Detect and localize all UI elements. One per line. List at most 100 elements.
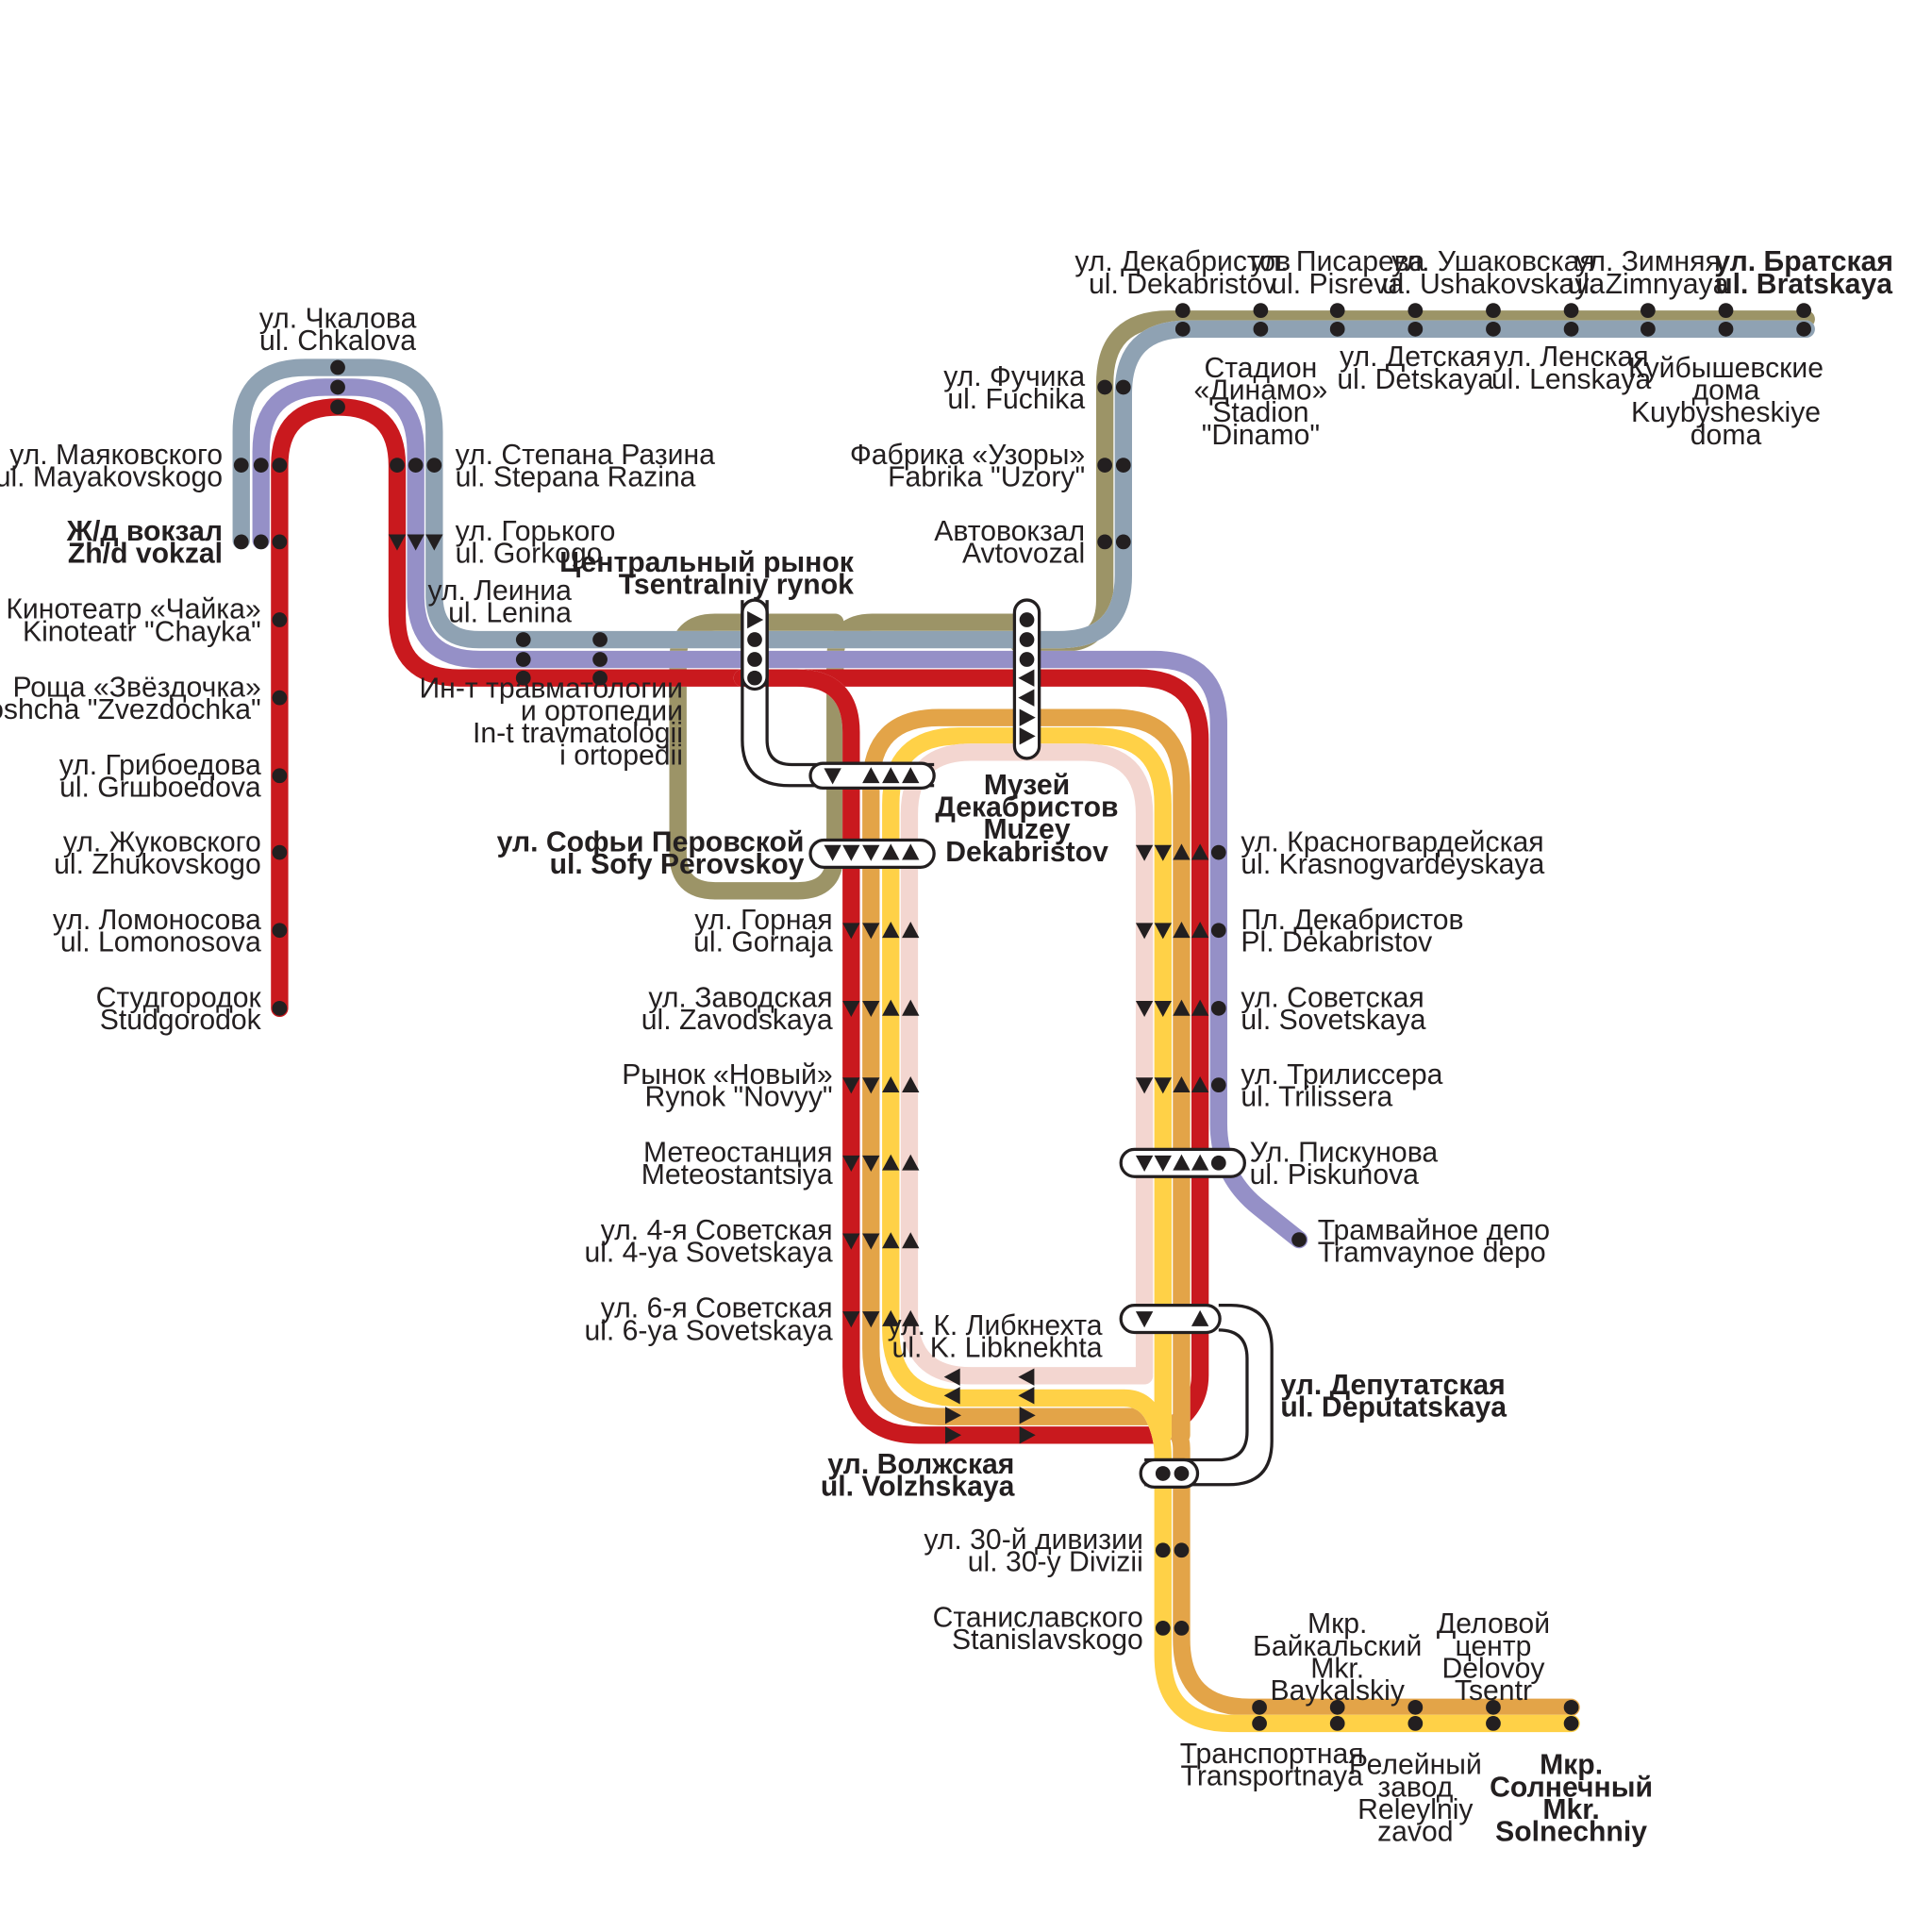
label-ushakovskaya-lat: ul. Ushakovskaya xyxy=(1382,269,1606,300)
label-chkalova-ru: ул. Чкалова xyxy=(259,304,417,335)
label-gornaya-lat: ul. Gornaja xyxy=(693,927,833,958)
direction-arrow xyxy=(1191,999,1209,1016)
label-zhd-vokzal-lat: Zh/d vokzal xyxy=(68,539,223,570)
station-dot xyxy=(1155,1621,1171,1636)
station-dot xyxy=(1252,1716,1267,1731)
station-dot xyxy=(1563,1716,1579,1731)
station-dot xyxy=(1329,1699,1345,1715)
station-dot xyxy=(1253,321,1269,337)
label-deputatskaya-lat: ul. Deputatskaya xyxy=(1280,1392,1507,1424)
direction-arrow xyxy=(862,923,880,940)
station-dot xyxy=(408,458,424,473)
station-dot xyxy=(1486,1699,1501,1715)
label-kuybyshevskiye-doma-line: Куйбышевские xyxy=(1628,353,1824,384)
station-dot xyxy=(1796,303,1811,319)
label-ushakovskaya-ru: ул. Ушаковская xyxy=(1391,246,1595,277)
label-baykalskiy-line: Mkr. xyxy=(1310,1653,1364,1684)
label-bratskaya-lat: ul. Bratskaya xyxy=(1715,269,1892,300)
label-kuybyshevskiye-doma-line: doma xyxy=(1690,420,1762,451)
label-chkalova-lat: ul. Chkalova xyxy=(259,325,416,357)
direction-arrow xyxy=(842,1311,860,1328)
station-dot xyxy=(1641,303,1656,319)
label-gorkogo-ru: ул. Горького xyxy=(456,516,616,547)
station-dot xyxy=(1210,923,1226,939)
label-releyniy-zavod-line: завод xyxy=(1377,1772,1453,1803)
direction-arrow xyxy=(1019,727,1036,745)
label-roshcha-zvezdochka-lat: Roshcha "Zvezdochka" xyxy=(0,694,261,725)
station-dot xyxy=(426,458,442,473)
direction-arrow xyxy=(882,1232,900,1249)
label-sofy-perovskoy-ru: ул. Софьи Перовской xyxy=(497,826,805,858)
station-dot xyxy=(1019,612,1035,627)
label-stadion-dinamo: Стадион«Динамо»Stadion"Dinamo" xyxy=(1194,353,1328,451)
label-zavodskaya-ru: ул. Заводская xyxy=(648,983,832,1014)
direction-arrow xyxy=(902,1075,920,1093)
label-in-t-travmatologii-line: In-t travmatologii xyxy=(473,718,683,749)
direction-arrow xyxy=(1173,1075,1191,1093)
direction-arrow xyxy=(842,923,860,940)
station-dot xyxy=(272,768,288,784)
direction-arrow xyxy=(943,1387,960,1405)
label-stadion-dinamo-line: Стадион xyxy=(1204,353,1317,384)
station-dot xyxy=(592,670,608,686)
label-muzey-dekabristov-line: Dekabristov xyxy=(945,837,1108,868)
direction-arrow xyxy=(425,534,443,551)
station-dot xyxy=(515,652,531,667)
label-roshcha-zvezdochka-ru: Роща «Звёздочка» xyxy=(12,672,260,703)
label-detskaya-ru: ул. Детская xyxy=(1340,341,1491,373)
direction-arrow xyxy=(1018,1368,1035,1386)
label-griboedova-ru: ул. Грибоедова xyxy=(59,750,261,781)
direction-arrow xyxy=(862,1155,880,1172)
label-6-ya-sovetskaya-ru: ул. 6-я Советская xyxy=(601,1293,833,1324)
direction-arrow xyxy=(862,844,880,861)
direction-arrow xyxy=(902,1309,920,1326)
orange-line xyxy=(862,708,1580,1717)
station-dot xyxy=(1718,303,1734,319)
station-dot xyxy=(1253,303,1269,319)
direction-arrow xyxy=(902,1232,920,1249)
label-transportnaya-lat: Transportnaya xyxy=(1181,1760,1364,1791)
direction-arrow xyxy=(1173,999,1191,1016)
direction-arrow xyxy=(1191,1154,1209,1171)
direction-arrow xyxy=(1135,1311,1154,1328)
direction-arrow xyxy=(902,1154,920,1171)
direction-arrow xyxy=(1173,922,1191,939)
direction-arrow xyxy=(842,1233,860,1250)
direction-arrow xyxy=(824,768,841,785)
label-volzhskaya-lat: ul. Volzhskaya xyxy=(821,1472,1015,1503)
label-kinoteatr-chayka: Кинотеатр «Чайка»Kinoteatr "Chayka" xyxy=(6,594,260,648)
station-dot xyxy=(233,534,249,550)
direction-arrow xyxy=(882,1309,900,1326)
station-dot xyxy=(1210,1077,1226,1093)
station-dot xyxy=(1155,1542,1171,1558)
station-dot xyxy=(330,399,345,415)
label-krasnogvardeyskaya-lat: ul. Krasnogvardeyskaya xyxy=(1241,849,1544,880)
label-baykalskiy-line: Baykalskiy xyxy=(1270,1675,1405,1707)
station-dot xyxy=(1097,379,1113,395)
label-tsentralniy-rynok-lat: Tsentralniy rynok xyxy=(619,570,854,601)
direction-arrow xyxy=(1018,669,1035,687)
label-avtovokzal-lat: Avtovozal xyxy=(962,539,1085,570)
label-stadion-dinamo-line: Stadion xyxy=(1212,397,1308,428)
station-dot xyxy=(272,923,288,939)
label-gorkogo-lat: ul. Gorkogo xyxy=(456,539,603,570)
label-piskunova-ru: Ул. Пискунова xyxy=(1250,1137,1439,1168)
direction-arrow xyxy=(1019,708,1036,726)
direction-arrow xyxy=(862,1311,880,1328)
label-delovoy-tsentr-line: Delovoy xyxy=(1441,1653,1545,1684)
label-tsentralniy-rynok-ru: Центральный рынок xyxy=(559,547,855,578)
direction-arrow xyxy=(1154,1077,1172,1094)
station-dot xyxy=(1407,321,1424,337)
